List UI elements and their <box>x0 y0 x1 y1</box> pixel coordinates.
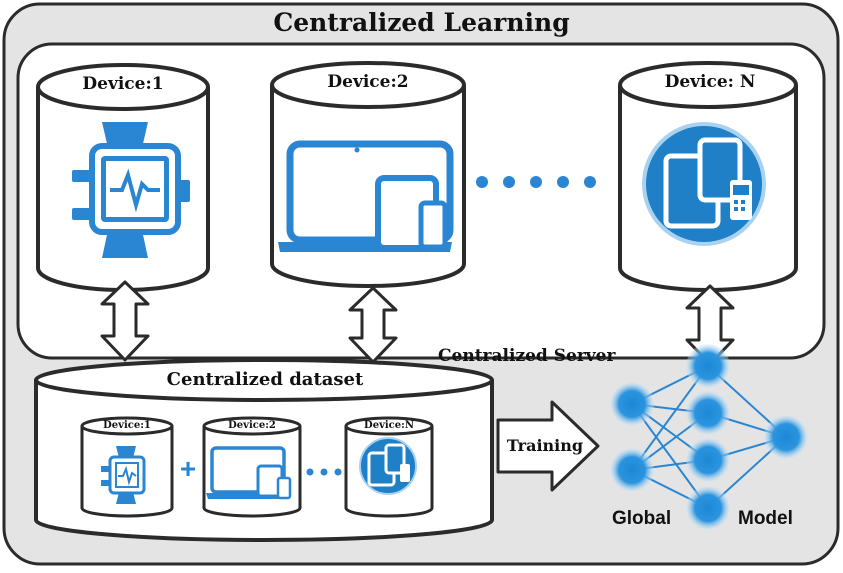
sync-arrow-device-1 <box>100 280 150 362</box>
global-label: Global <box>612 508 672 529</box>
mini-laptop-icon <box>206 446 292 500</box>
device-1-label: Device:1 <box>82 74 164 94</box>
dataset-title: Centralized dataset <box>166 369 364 390</box>
device-2-cylinder <box>270 61 466 288</box>
ellipsis-dots <box>476 176 596 188</box>
mini-ellipsis-dots <box>306 468 342 476</box>
diagram-title: Centralized Learning <box>273 8 570 37</box>
global-model-network <box>610 344 808 530</box>
tablet-phone-icon <box>642 122 766 246</box>
plus-sign: + <box>180 453 196 484</box>
centralized-server-label: Centralized Server <box>438 346 616 366</box>
mini-device-1-label: Device:1 <box>103 420 151 431</box>
device-2-label: Device:2 <box>327 72 409 92</box>
mini-smartwatch-icon <box>101 446 146 504</box>
mini-device-n-label: Device:N <box>364 420 414 431</box>
mini-tablet-phone-icon <box>359 437 417 495</box>
device-n-label: Device: N <box>664 72 756 92</box>
smartwatch-icon <box>72 122 190 258</box>
mini-device-2-label: Device:2 <box>228 420 276 431</box>
model-label: Model <box>738 508 793 529</box>
laptop-tablet-phone-icon <box>278 140 454 252</box>
training-label: Training <box>506 436 584 455</box>
training-arrow <box>496 400 600 492</box>
